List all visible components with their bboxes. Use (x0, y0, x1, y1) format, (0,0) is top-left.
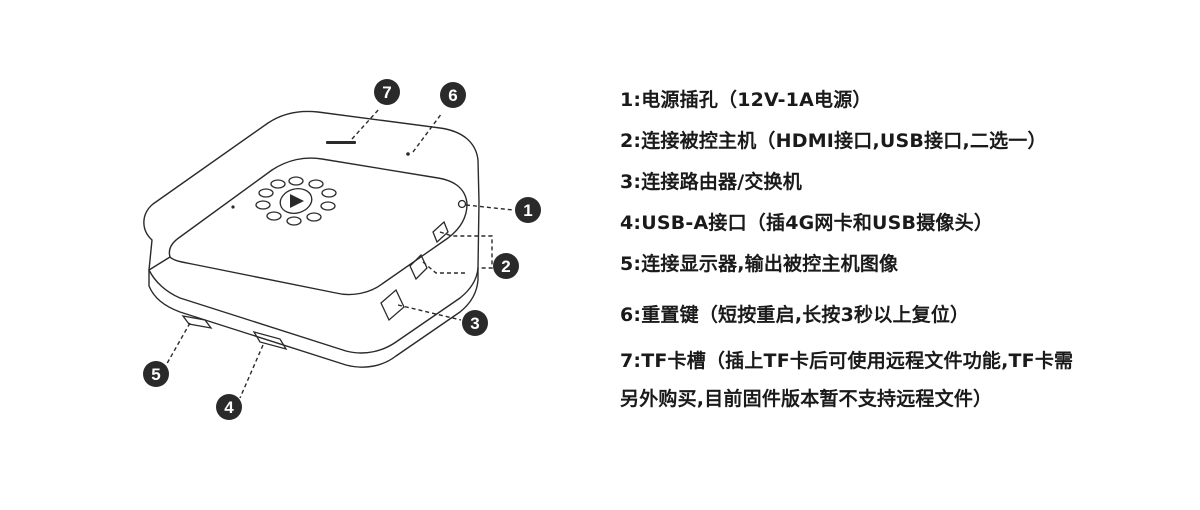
callout-1: 1 (515, 197, 541, 223)
usb-a-port (252, 330, 288, 351)
callout-7: 7 (374, 79, 400, 105)
device-body (143, 110, 480, 354)
callout-4: 4 (216, 394, 242, 420)
usb-port (432, 220, 449, 244)
tf-slot (326, 141, 356, 144)
legend-item-3: 3:连接路由器/交换机 (620, 171, 802, 193)
logo-icon (255, 176, 337, 226)
svg-text:3: 3 (470, 314, 479, 333)
legend-item-7-continuation: 另外购买,目前固件版本暂不支持远程文件） (620, 388, 993, 410)
legend-item-5: 5:连接显示器,输出被控主机图像 (620, 253, 899, 275)
callout-5: 5 (143, 361, 169, 387)
svg-text:4: 4 (224, 398, 234, 417)
hdmi-out-port (181, 315, 213, 329)
callout-3: 3 (462, 310, 488, 336)
port-legend: 1:电源插孔（12V-1A电源） 2:连接被控主机（HDMI接口,USB接口,二… (620, 0, 1190, 510)
power-port (457, 199, 467, 209)
legend-item-4: 4:USB-A接口（插4G网卡和USB摄像头） (620, 212, 994, 234)
legend-item-2: 2:连接被控主机（HDMI接口,USB接口,二选一） (620, 130, 1047, 152)
svg-text:5: 5 (151, 365, 160, 384)
device-top-face (168, 157, 468, 296)
svg-text:2: 2 (501, 257, 510, 276)
device-diagram: 1 2 3 4 5 6 7 (143, 79, 541, 420)
reset-hole (406, 152, 410, 156)
svg-text:6: 6 (448, 86, 457, 105)
legend-item-7: 7:TF卡槽（插上TF卡后可使用远程文件功能,TF卡需 (620, 350, 1074, 372)
legend-item-1: 1:电源插孔（12V-1A电源） (620, 89, 872, 111)
ethernet-port (380, 288, 405, 322)
legend-item-6: 6:重置键（短按重启,长按3秒以上复位） (620, 304, 970, 326)
hdmi-usb-port (409, 253, 428, 281)
svg-text:7: 7 (382, 83, 391, 102)
callout-6: 6 (440, 82, 466, 108)
svg-text:1: 1 (523, 201, 532, 220)
callout-2: 2 (493, 253, 519, 279)
